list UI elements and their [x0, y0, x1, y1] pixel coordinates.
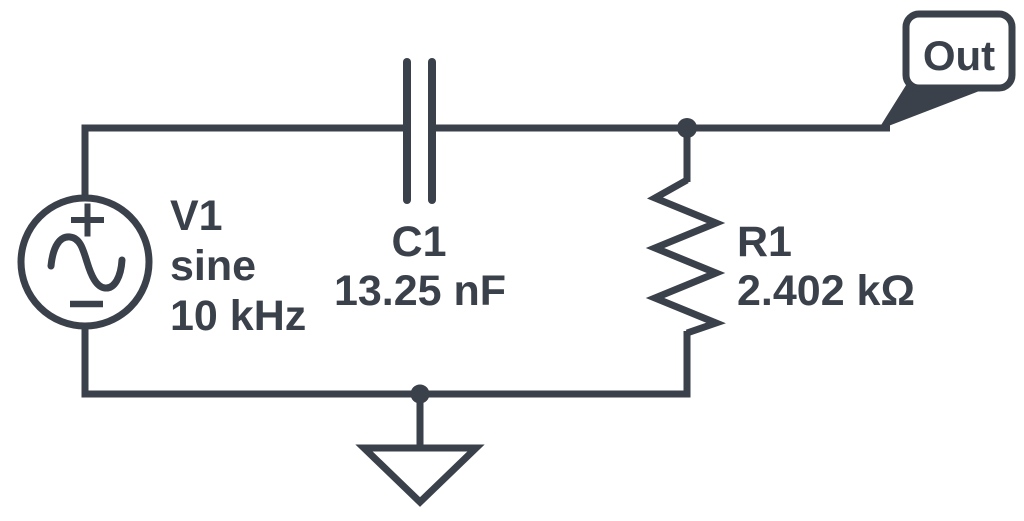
capacitor-designator-label: C1 — [392, 218, 447, 266]
source-designator-label: V1 — [170, 192, 223, 240]
wire-bottom-return — [81, 324, 691, 398]
out-flag-label: Out — [923, 32, 995, 79]
wires — [81, 124, 890, 450]
resistor-zigzag — [645, 176, 726, 337]
source-frequency-label: 10 kHz — [170, 292, 306, 340]
resistor-value-label: 2.402 kΩ — [737, 267, 915, 315]
sine-wave-icon — [47, 233, 126, 292]
junction-dot-top — [677, 118, 697, 138]
out-flag-box — [902, 10, 1016, 92]
out-flag-tail — [878, 82, 982, 130]
resistor-designator-label: R1 — [737, 218, 792, 266]
ground-triangle-icon — [355, 444, 485, 507]
wire-source-to-capacitor — [81, 124, 407, 200]
labels: V1 sine 10 kHz C1 13.25 nF R1 2.402 kΩ — [170, 192, 915, 340]
junction-dot-bottom — [410, 384, 430, 404]
voltage-source-symbol — [17, 194, 153, 330]
capacitor-value-label: 13.25 nF — [334, 267, 506, 315]
ground-symbol — [355, 444, 485, 507]
out-net-flag: Out — [878, 10, 1016, 130]
source-waveform-label: sine — [170, 242, 256, 290]
resistor-symbol — [645, 176, 726, 337]
capacitor-symbol — [403, 58, 436, 204]
plus-sign-icon — [71, 203, 104, 237]
